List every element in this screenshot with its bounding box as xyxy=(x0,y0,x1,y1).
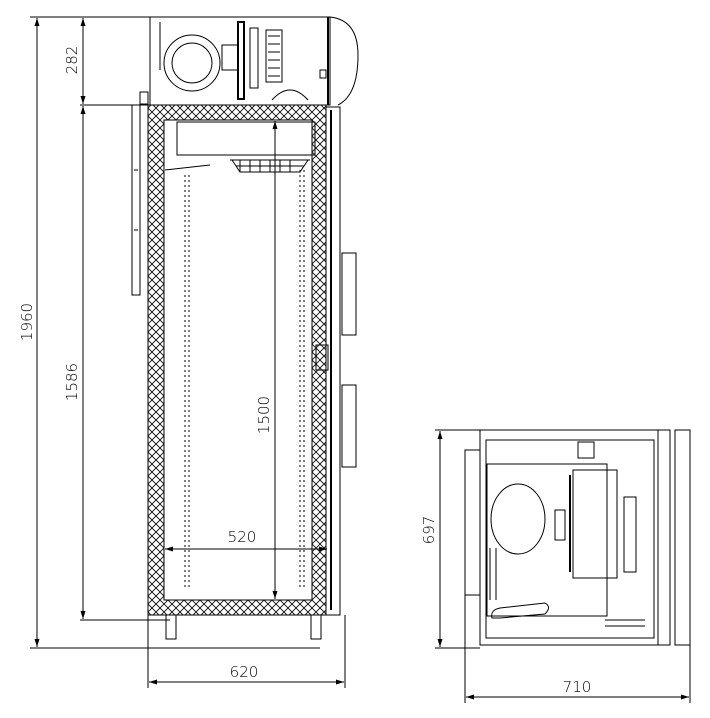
dim-710: 710 xyxy=(563,678,592,696)
dim-1500: 1500 xyxy=(255,396,273,434)
feet xyxy=(165,614,322,640)
top-door-handle xyxy=(464,449,481,596)
door-handle-upper xyxy=(341,252,357,336)
door-hinge xyxy=(315,344,329,371)
glass-door xyxy=(315,106,357,616)
dim-282: 282 xyxy=(63,46,81,75)
door-handle-lower xyxy=(341,384,357,468)
dim-1960: 1960 xyxy=(18,303,36,341)
dim-520: 520 xyxy=(228,528,257,546)
condenser xyxy=(572,469,618,579)
refrigeration-unit xyxy=(139,16,359,106)
dimension-lines-top xyxy=(435,429,691,703)
dim-697: 697 xyxy=(420,516,438,545)
compressor xyxy=(490,483,546,555)
top-view xyxy=(464,429,691,646)
dim-620: 620 xyxy=(230,663,259,681)
dim-1586: 1586 xyxy=(63,363,81,401)
side-view xyxy=(131,16,359,640)
dimension-lines-side xyxy=(30,16,346,688)
